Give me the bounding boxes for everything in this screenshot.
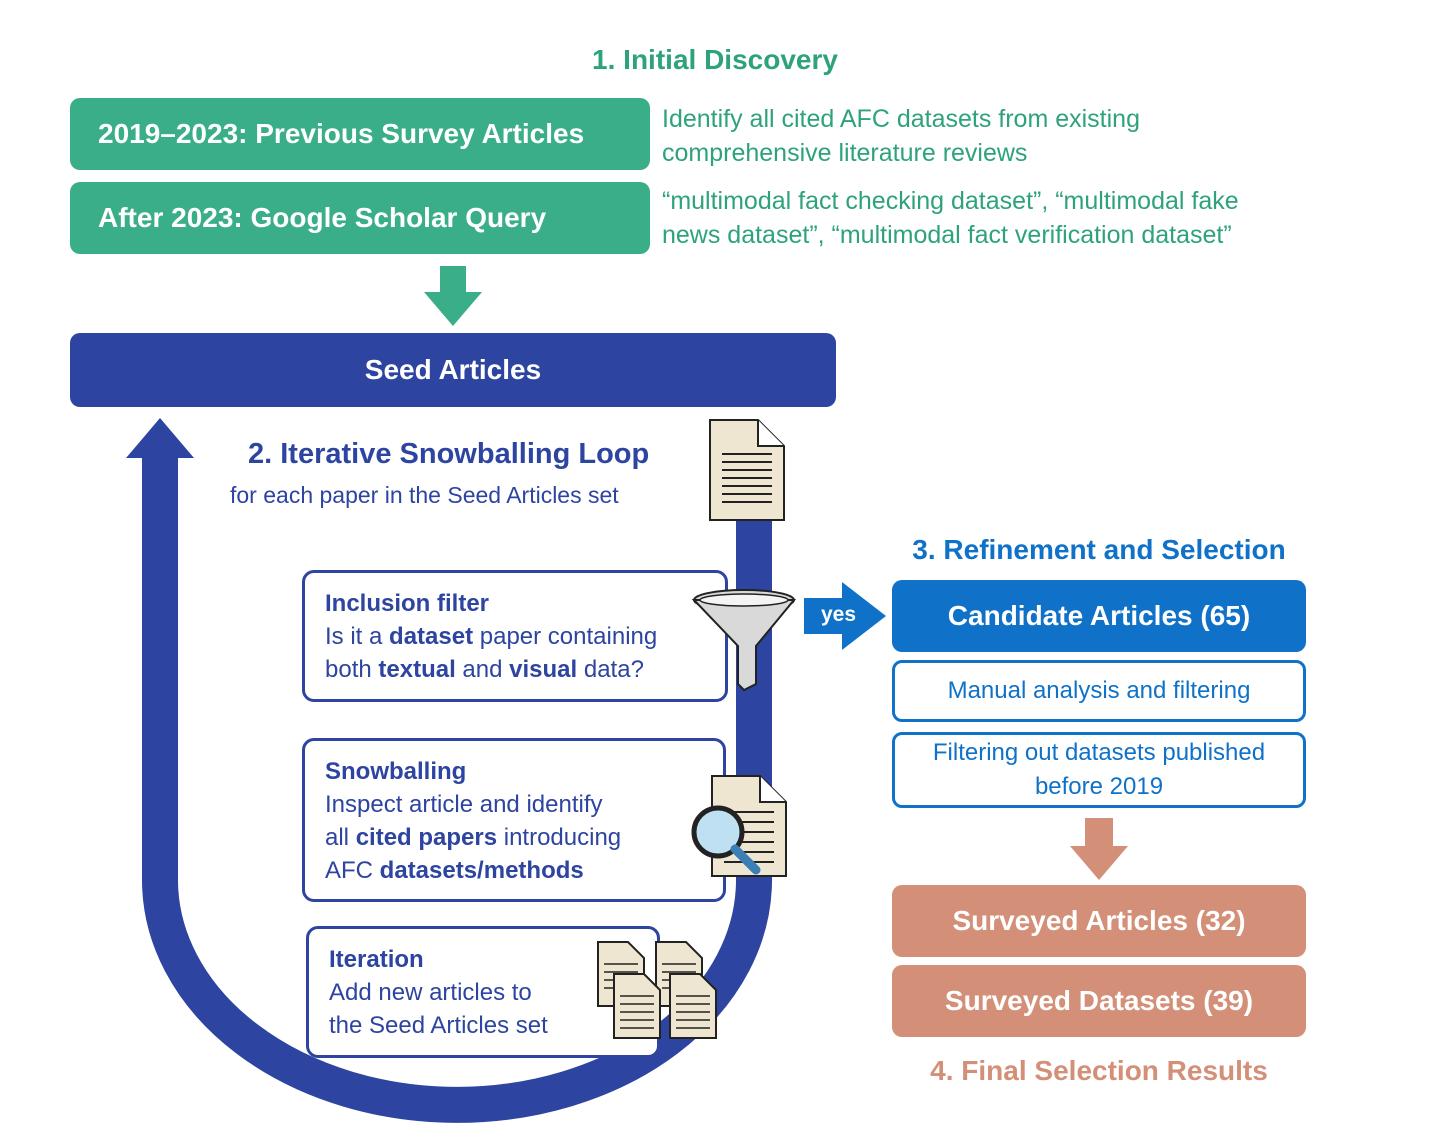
snowballing-text: all — [325, 824, 356, 851]
previous-survey-box: 2019–2023: Previous Survey Articles — [70, 98, 650, 170]
inclusion-emphasis: textual — [378, 656, 456, 683]
query-note: “multimodal fact checking dataset”, “mul… — [662, 184, 1362, 252]
inclusion-emphasis: dataset — [389, 623, 474, 650]
inclusion-emphasis: visual — [509, 656, 578, 683]
snowballing-box: Snowballing Inspect article and identify… — [302, 738, 726, 902]
salmon-down-arrow-icon — [1070, 818, 1128, 880]
snowballing-emphasis: cited papers — [355, 824, 498, 851]
snowballing-heading: Snowballing — [325, 758, 467, 785]
section4-title: 4. Final Selection Results — [930, 1055, 1268, 1086]
query-note-line1: “multimodal fact checking dataset”, “mul… — [662, 187, 1239, 215]
surveyed-datasets-box: Surveyed Datasets (39) — [892, 965, 1306, 1037]
iteration-line1: Add new articles to — [329, 979, 532, 1006]
google-scholar-box: After 2023: Google Scholar Query — [70, 182, 650, 254]
iteration-line2: the Seed Articles set — [329, 1012, 548, 1039]
section3-title: 3. Refinement and Selection — [912, 534, 1286, 565]
inclusion-text: data? — [577, 656, 644, 683]
snowballing-text: introducing — [497, 824, 622, 851]
loop-arrowhead-icon — [126, 418, 194, 458]
survey-note-line2: comprehensive literature reviews — [662, 139, 1028, 167]
document-icon — [709, 419, 785, 521]
yes-arrow-icon — [804, 582, 886, 650]
inclusion-text: Is it a — [325, 623, 390, 650]
inclusion-filter-heading: Inclusion filter — [325, 590, 490, 617]
inclusion-text: both — [325, 656, 379, 683]
inclusion-filter-line2: both textual and visual data? — [325, 653, 705, 686]
snowballing-emphasis: datasets/methods — [379, 857, 584, 884]
surveyed-articles-box: Surveyed Articles (32) — [892, 885, 1306, 957]
inclusion-text: and — [455, 656, 510, 683]
survey-note: Identify all cited AFC datasets from exi… — [662, 102, 1362, 170]
section2-title: 2. Iterative Snowballing Loop — [248, 438, 650, 470]
manual-analysis-box: Manual analysis and filtering — [892, 660, 1306, 722]
yes-label: yes — [821, 603, 857, 626]
survey-note-line1: Identify all cited AFC datasets from exi… — [662, 105, 1140, 133]
date-filter-line2: before 2019 — [1034, 773, 1164, 800]
iteration-heading: Iteration — [329, 946, 424, 973]
inclusion-filter-line1: Is it a dataset paper containing — [325, 620, 705, 653]
date-filter-box: Filtering out datasets published before … — [892, 732, 1306, 808]
section1-title: 1. Initial Discovery — [592, 44, 838, 75]
snowballing-line1: Inspect article and identify — [325, 791, 603, 818]
query-note-line2: news dataset”, “multimodal fact verifica… — [662, 221, 1232, 249]
loop-band-icon — [142, 455, 772, 1123]
snowballing-line2: all cited papers introducing — [325, 821, 703, 854]
section2-subtitle: for each paper in the Seed Articles set — [230, 482, 619, 508]
date-filter-line1: Filtering out datasets published — [932, 739, 1266, 766]
green-down-arrow-icon — [424, 266, 482, 326]
snowballing-line3: AFC datasets/methods — [325, 854, 703, 887]
seed-articles-box: Seed Articles — [70, 333, 836, 407]
inclusion-filter-box: Inclusion filter Is it a dataset paper c… — [302, 570, 728, 702]
candidate-articles-box: Candidate Articles (65) — [892, 580, 1306, 652]
iteration-box: Iteration Add new articles to the Seed A… — [306, 926, 660, 1058]
snowballing-text: AFC — [325, 857, 380, 884]
inclusion-text: paper containing — [473, 623, 658, 650]
